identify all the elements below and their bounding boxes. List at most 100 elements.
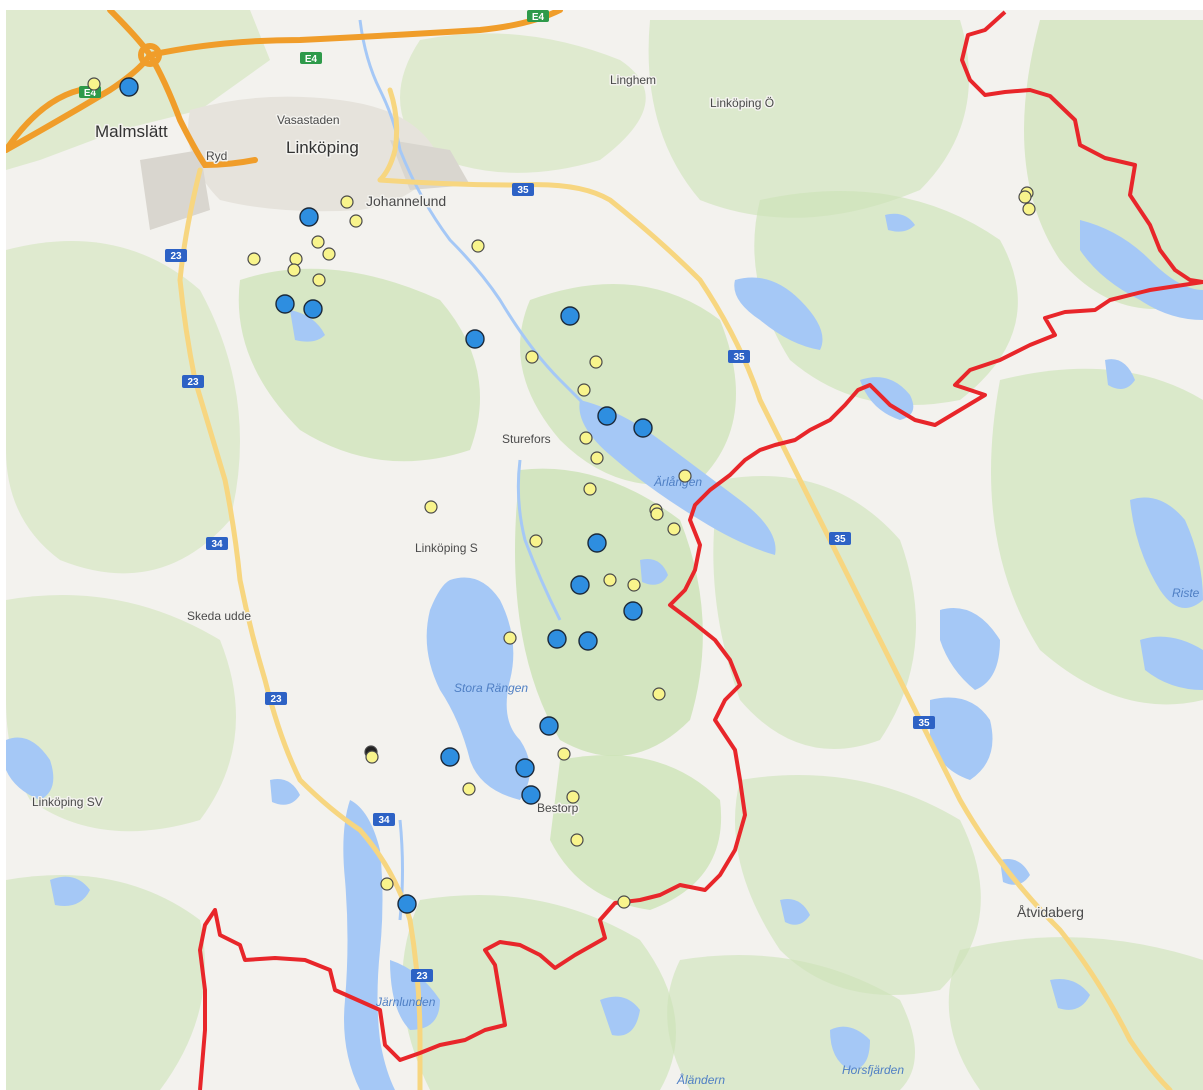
small-marker[interactable] xyxy=(652,687,666,701)
large-marker[interactable] xyxy=(623,601,643,621)
road-shields: E4 E4 E4 35 35 35 35 23 23 23 23 34 34 xyxy=(79,10,935,982)
small-marker[interactable] xyxy=(503,631,517,645)
place-label-linkoping: Linköping xyxy=(286,138,359,157)
place-label-vasastaden: Vasastaden xyxy=(277,113,340,127)
large-marker[interactable] xyxy=(465,329,485,349)
small-marker[interactable] xyxy=(603,573,617,587)
small-marker[interactable] xyxy=(583,482,597,496)
road-shield-35: 35 xyxy=(728,350,750,363)
place-label-johannelund: Johannelund xyxy=(366,193,446,209)
small-marker[interactable] xyxy=(627,578,641,592)
small-marker[interactable] xyxy=(349,214,363,228)
large-marker[interactable] xyxy=(633,418,653,438)
small-marker[interactable] xyxy=(589,355,603,369)
large-marker[interactable] xyxy=(299,207,319,227)
small-marker[interactable] xyxy=(340,195,354,209)
small-marker[interactable] xyxy=(579,431,593,445)
large-marker[interactable] xyxy=(521,785,541,805)
road-shield-35: 35 xyxy=(512,183,534,196)
svg-text:35: 35 xyxy=(733,352,745,363)
svg-text:E4: E4 xyxy=(84,88,97,99)
large-marker[interactable] xyxy=(547,629,567,649)
place-label-sturefors: Sturefors xyxy=(502,432,551,446)
small-marker[interactable] xyxy=(287,263,301,277)
svg-text:E4: E4 xyxy=(532,12,545,23)
small-marker[interactable] xyxy=(322,247,336,261)
svg-text:35: 35 xyxy=(918,718,930,729)
lakes xyxy=(6,213,1203,1090)
small-marker[interactable] xyxy=(678,469,692,483)
small-marker[interactable] xyxy=(365,750,379,764)
large-marker[interactable] xyxy=(597,406,617,426)
large-marker[interactable] xyxy=(587,533,607,553)
small-marker[interactable] xyxy=(566,790,580,804)
svg-text:23: 23 xyxy=(270,694,282,705)
small-marker[interactable] xyxy=(312,273,326,287)
large-marker[interactable] xyxy=(440,747,460,767)
small-marker[interactable] xyxy=(1018,190,1032,204)
place-label-linkoping-sv: Linköping SV xyxy=(32,795,103,809)
large-marker[interactable] xyxy=(275,294,295,314)
water-label-stora-rangen: Stora Rängen xyxy=(454,681,528,695)
small-marker[interactable] xyxy=(311,235,325,249)
road-shield-e4: E4 xyxy=(527,10,549,23)
svg-text:34: 34 xyxy=(378,815,390,826)
road-shield-23: 23 xyxy=(411,969,433,982)
large-marker[interactable] xyxy=(578,631,598,651)
large-marker[interactable] xyxy=(539,716,559,736)
water-labels: Ärlången Stora Rängen Järnlunden Åländer… xyxy=(375,475,1200,1087)
place-label-malmslatt: Malmslätt xyxy=(95,122,168,141)
small-marker[interactable] xyxy=(471,239,485,253)
place-labels: Malmslätt Linköping Vasastaden Ryd Johan… xyxy=(31,72,1086,922)
small-marker[interactable] xyxy=(424,500,438,514)
road-shield-e4: E4 xyxy=(300,52,322,65)
small-marker[interactable] xyxy=(557,747,571,761)
place-label-linkoping-s: Linköping S xyxy=(415,541,478,555)
place-label-ryd: Ryd xyxy=(206,149,227,163)
road-shield-34: 34 xyxy=(206,537,228,550)
place-label-skeda-udde: Skeda udde xyxy=(187,609,251,623)
svg-text:35: 35 xyxy=(517,185,529,196)
small-marker[interactable] xyxy=(529,534,543,548)
road-shield-34: 34 xyxy=(373,813,395,826)
place-label-linkoping-o: Linköping Ö xyxy=(710,96,774,110)
road-shield-23: 23 xyxy=(165,249,187,262)
small-marker[interactable] xyxy=(577,383,591,397)
place-label-atvidaberg: Åtvidaberg xyxy=(1017,904,1084,920)
svg-text:35: 35 xyxy=(834,534,846,545)
small-marker[interactable] xyxy=(247,252,261,266)
large-markers xyxy=(119,77,653,914)
large-marker[interactable] xyxy=(119,77,139,97)
road-shield-35: 35 xyxy=(913,716,935,729)
small-marker[interactable] xyxy=(650,507,664,521)
small-marker[interactable] xyxy=(617,895,631,909)
svg-text:23: 23 xyxy=(187,377,199,388)
water-label-horsfjarden: Horsfjärden xyxy=(842,1063,904,1077)
municipal-border xyxy=(198,10,1203,1090)
large-marker[interactable] xyxy=(560,306,580,326)
road-shield-23: 23 xyxy=(265,692,287,705)
svg-text:E4: E4 xyxy=(305,54,318,65)
water-label-jarnlunden: Järnlunden xyxy=(375,995,436,1009)
small-markers xyxy=(87,77,1036,909)
small-marker[interactable] xyxy=(289,252,303,266)
svg-text:23: 23 xyxy=(170,251,182,262)
large-marker[interactable] xyxy=(570,575,590,595)
large-marker[interactable] xyxy=(515,758,535,778)
place-label-linghem: Linghem xyxy=(610,73,656,87)
large-marker[interactable] xyxy=(397,894,417,914)
large-marker[interactable] xyxy=(303,299,323,319)
small-marker[interactable] xyxy=(462,782,476,796)
small-marker[interactable] xyxy=(570,833,584,847)
small-marker[interactable] xyxy=(380,877,394,891)
water-label-arlangen: Ärlången xyxy=(653,475,702,489)
small-marker[interactable] xyxy=(1022,202,1036,216)
small-marker[interactable] xyxy=(667,522,681,536)
small-marker[interactable] xyxy=(87,77,101,91)
small-marker[interactable] xyxy=(590,451,604,465)
water-label-alandern: Åländern xyxy=(676,1072,725,1087)
place-label-bestorp: Bestorp xyxy=(537,801,579,815)
small-marker[interactable] xyxy=(525,350,539,364)
svg-text:34: 34 xyxy=(211,539,223,550)
